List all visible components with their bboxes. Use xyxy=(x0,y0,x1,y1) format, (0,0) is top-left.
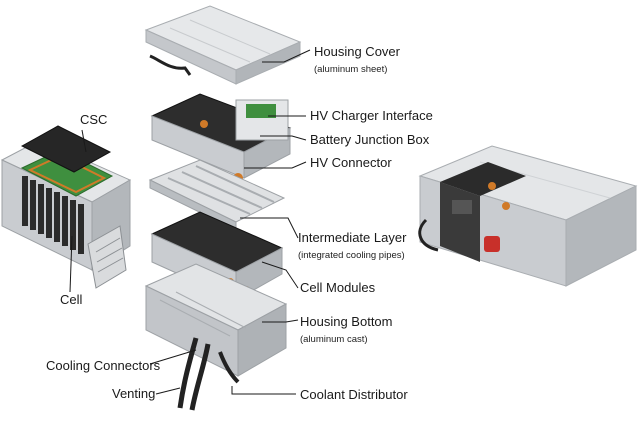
assembled-pack-illustration xyxy=(418,145,638,287)
exploded-stack xyxy=(144,5,302,411)
upper-module-level xyxy=(150,93,292,183)
cell-end-plate xyxy=(87,225,127,289)
housing-bottom-sublabel: (aluminum cast) xyxy=(300,334,368,345)
intermediate-layer-part xyxy=(148,159,286,231)
hv-charger-interface-label: HV Charger Interface xyxy=(310,108,433,123)
cell-module-illustration xyxy=(0,125,132,293)
cell-label: Cell xyxy=(60,292,83,307)
csc-cover xyxy=(20,125,112,173)
cell-stack xyxy=(22,176,84,254)
housing-cover-sublabel: (aluminum sheet) xyxy=(314,64,388,75)
csc-label: CSC xyxy=(80,112,108,127)
battery-junction-box-label: Battery Junction Box xyxy=(310,132,430,147)
cooling-hoses xyxy=(177,337,240,411)
intermediate-layer-label: Intermediate Layer xyxy=(298,230,407,245)
housing-bottom-part xyxy=(144,263,288,377)
housing-cover-label: Housing Cover xyxy=(314,44,400,59)
cell-modules-label: Cell Modules xyxy=(300,280,376,295)
housing-cover-part xyxy=(144,5,302,85)
housing-bottom-label: Housing Bottom xyxy=(300,314,393,329)
cooling-connectors-label: Cooling Connectors xyxy=(46,358,161,373)
intermediate-layer-sublabel: (integrated cooling pipes) xyxy=(298,250,405,261)
leader-lines xyxy=(149,49,311,395)
hv-connector-label: HV Connector xyxy=(310,155,392,170)
coolant-distributor-label: Coolant Distributor xyxy=(300,387,408,402)
venting-label: Venting xyxy=(112,386,156,401)
